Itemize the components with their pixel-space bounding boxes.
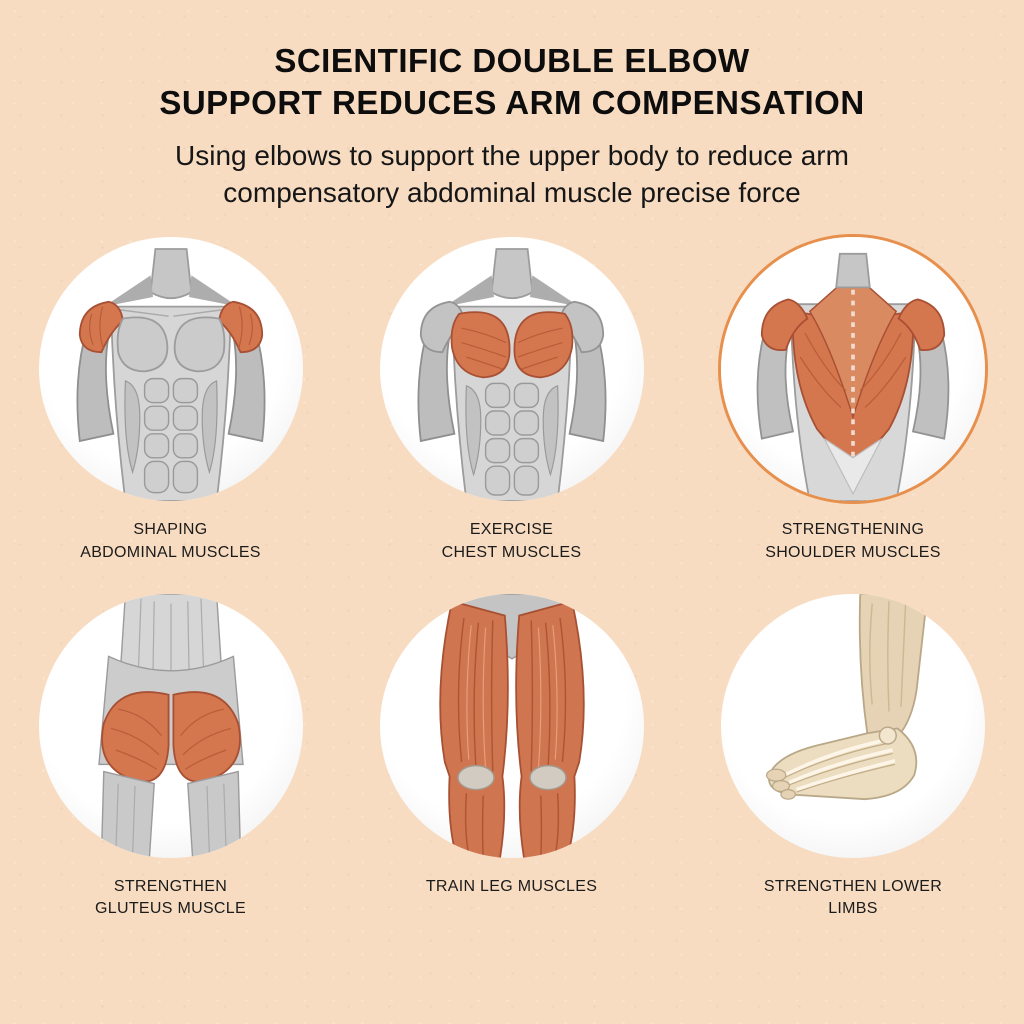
back-torso-shoulders-icon xyxy=(756,253,950,502)
page-title: SCIENTIFIC DOUBLE ELBOW SUPPORT REDUCES … xyxy=(0,40,1024,124)
feature-gluteus: STRENGTHEN GLUTEUS MUSCLE xyxy=(38,594,303,921)
feature-label-abdominal: SHAPING ABDOMINAL MUSCLES xyxy=(80,521,261,561)
feature-abdominal: SHAPING ABDOMINAL MUSCLES xyxy=(38,237,303,564)
feature-label-shoulders: STRENGTHENING SHOULDER MUSCLES xyxy=(765,521,941,561)
front-torso-chest-icon xyxy=(417,248,606,502)
feature-circle-shoulders xyxy=(721,237,985,502)
page-subtitle: Using elbows to support the upper body t… xyxy=(0,138,1024,211)
feature-label-lower-limbs: STRENGTHEN LOWER LIMBS xyxy=(763,878,943,918)
feature-grid: SHAPING ABDOMINAL MUSCLES xyxy=(0,237,1024,921)
feature-circle-legs xyxy=(379,594,644,859)
front-torso-abs-icon xyxy=(76,248,265,502)
subtitle-line-2: compensatory abdominal muscle precise fo… xyxy=(223,176,801,208)
foot-ankle-icon xyxy=(766,594,929,801)
title-line-2: SUPPORT REDUCES ARM COMPENSATION xyxy=(159,84,865,122)
feature-legs: TRAIN LEG MUSCLES xyxy=(379,594,644,921)
feature-lower-limbs: STRENGTHEN LOWER LIMBS xyxy=(721,594,985,921)
feature-label-chest: EXERCISE CHEST MUSCLES xyxy=(441,521,582,561)
feature-circle-chest xyxy=(379,237,644,502)
feature-circle-gluteus xyxy=(38,594,303,859)
title-line-1: SCIENTIFIC DOUBLE ELBOW xyxy=(274,42,750,79)
feature-circle-lower-limbs xyxy=(721,594,985,859)
feature-chest: EXERCISE CHEST MUSCLES xyxy=(379,237,644,564)
header: SCIENTIFIC DOUBLE ELBOW SUPPORT REDUCES … xyxy=(0,0,1024,211)
feature-shoulders: STRENGTHENING SHOULDER MUSCLES xyxy=(721,237,985,564)
subtitle-line-1: Using elbows to support the upper body t… xyxy=(175,140,849,172)
gluteus-icon xyxy=(97,594,244,859)
feature-circle-abdominal xyxy=(38,237,303,502)
legs-icon xyxy=(438,594,585,859)
feature-label-legs: TRAIN LEG MUSCLES xyxy=(425,878,598,896)
feature-label-gluteus: STRENGTHEN GLUTEUS MUSCLE xyxy=(95,878,246,918)
